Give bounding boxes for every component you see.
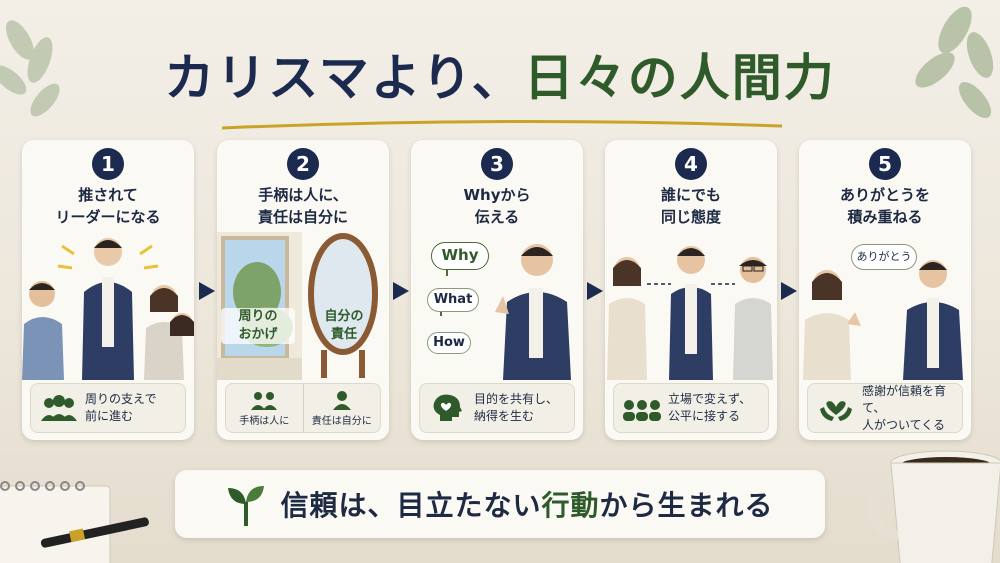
step-card-2: 2 手柄は人に、 責任は自分に 周りの おかげ 自分の 責任 手柄は人に 責任は… — [217, 140, 389, 440]
pen-decoration — [40, 517, 149, 548]
heading-line-1: ありがとうを — [839, 186, 930, 204]
equal-attitude-illustration — [607, 246, 773, 380]
how-bubble: How — [427, 332, 471, 354]
heading-line-2: 伝える — [474, 208, 520, 226]
banner-part-3: から生まれる — [599, 489, 774, 522]
step-heading: 誰にでも 同じ態度 — [605, 184, 777, 228]
step-card-4: 4 誰にでも 同じ態度 立場で変えず、 公平に接する — [605, 140, 777, 440]
banner-part-2: 行動 — [541, 489, 600, 522]
window-label-line-2: おかげ — [238, 327, 278, 342]
heading-line-1: 手柄は人に、 — [258, 186, 348, 204]
step-card-3: 3 Whyから 伝える Why What How 目的を共有し、 納得を生む — [411, 140, 583, 440]
footer-right: 責任は自分に — [302, 384, 381, 432]
mirror-label-line-1: 自分の — [324, 309, 364, 324]
heading-line-1: Whyから — [463, 186, 531, 204]
step-card-1: 1 推されて リーダーになる 周りの支えで 前に進む — [22, 140, 194, 440]
mirror-label: 自分の 責任 — [317, 308, 371, 344]
footer-line-1: 目的を共有し、 — [474, 392, 559, 406]
step-heading: ありがとうを 積み重ねる — [799, 184, 971, 228]
arrow-right-icon — [393, 282, 409, 300]
step-number: 1 — [92, 148, 124, 180]
window-label-line-1: 周りの — [238, 309, 278, 324]
thanks-bubble: ありがとう — [851, 244, 917, 270]
step-footer: 立場で変えず、 公平に接する — [613, 383, 769, 433]
banner-text: 信頼は、目立たない行動から生まれる — [280, 484, 773, 524]
step-number: 5 — [869, 148, 901, 180]
why-bubble: Why — [431, 242, 489, 270]
heading-line-1: 推されて — [78, 186, 138, 204]
group-icon — [41, 395, 77, 421]
step-footer: 目的を共有し、 納得を生む — [419, 383, 575, 433]
coffee-cup-decoration — [868, 450, 1000, 563]
arrow-right-icon — [781, 282, 797, 300]
heading-line-1: 誰にでも — [660, 186, 721, 204]
footer-line-2: 前に進む — [85, 409, 134, 423]
people-star-icon — [251, 391, 278, 410]
page-title: カリスマより、日々の人間力 — [0, 38, 1000, 110]
footer-line-2: 人がついてくる — [862, 417, 946, 432]
step-footer: 周りの支えで 前に進む — [30, 383, 186, 433]
step-heading: Whyから 伝える — [411, 184, 583, 228]
banner-part-1: 信頼は、目立たない — [280, 489, 542, 522]
footer-line-2: 納得を生む — [474, 409, 535, 423]
step-number: 4 — [675, 148, 707, 180]
footer-line-1: 感謝が信頼を育て、 — [862, 383, 947, 415]
sprout-icon — [228, 486, 265, 526]
plant-decoration — [0, 20, 60, 117]
bottom-banner: 信頼は、目立たない行動から生まれる — [175, 470, 825, 538]
step-heading: 推されて リーダーになる — [22, 184, 194, 228]
footer-right-text: 責任は自分に — [311, 415, 372, 427]
head-heart-icon — [433, 394, 462, 421]
person-icon — [332, 390, 351, 410]
title-underline — [222, 119, 782, 130]
notebook-decoration — [0, 481, 111, 563]
heading-line-2: リーダーになる — [55, 208, 161, 226]
step-number: 3 — [481, 148, 513, 180]
heading-line-2: 責任は自分に — [257, 208, 348, 226]
leader-supported-illustration — [22, 238, 194, 380]
step-footer: 感謝が信頼を育て、 人がついてくる — [807, 383, 963, 433]
three-people-icon — [623, 400, 661, 421]
heading-line-2: 同じ態度 — [660, 208, 721, 226]
step-card-5: 5 ありがとうを 積み重ねる ありがとう 感謝が信頼を育て、 人がついてくる — [799, 140, 971, 440]
gratitude-illustration — [803, 260, 963, 380]
what-bubble: What — [427, 288, 479, 312]
hands-heart-icon — [820, 401, 852, 421]
step-heading: 手柄は人に、 責任は自分に — [217, 184, 389, 228]
mirror-label-line-2: 責任 — [330, 327, 357, 342]
window-label: 周りの おかげ — [221, 308, 295, 344]
title-part-1: カリスマより、 — [164, 48, 524, 107]
footer-line-1: 周りの支えで — [85, 392, 157, 406]
why-speaker-illustration — [440, 244, 571, 380]
window-mirror-illustration — [217, 232, 378, 380]
heading-line-2: 積み重ねる — [847, 208, 923, 226]
footer-left: 手柄は人に — [226, 384, 303, 432]
arrow-right-icon — [199, 282, 215, 300]
plant-decoration-right — [915, 6, 994, 119]
step-number: 2 — [287, 148, 319, 180]
footer-left-text: 手柄は人に — [239, 415, 290, 427]
footer-line-1: 立場で変えず、 — [668, 392, 752, 406]
step-footer: 手柄は人に 責任は自分に — [225, 383, 381, 433]
arrow-right-icon — [587, 282, 603, 300]
title-part-2: 日々の人間力 — [523, 48, 836, 107]
footer-line-2: 公平に接する — [668, 409, 741, 423]
